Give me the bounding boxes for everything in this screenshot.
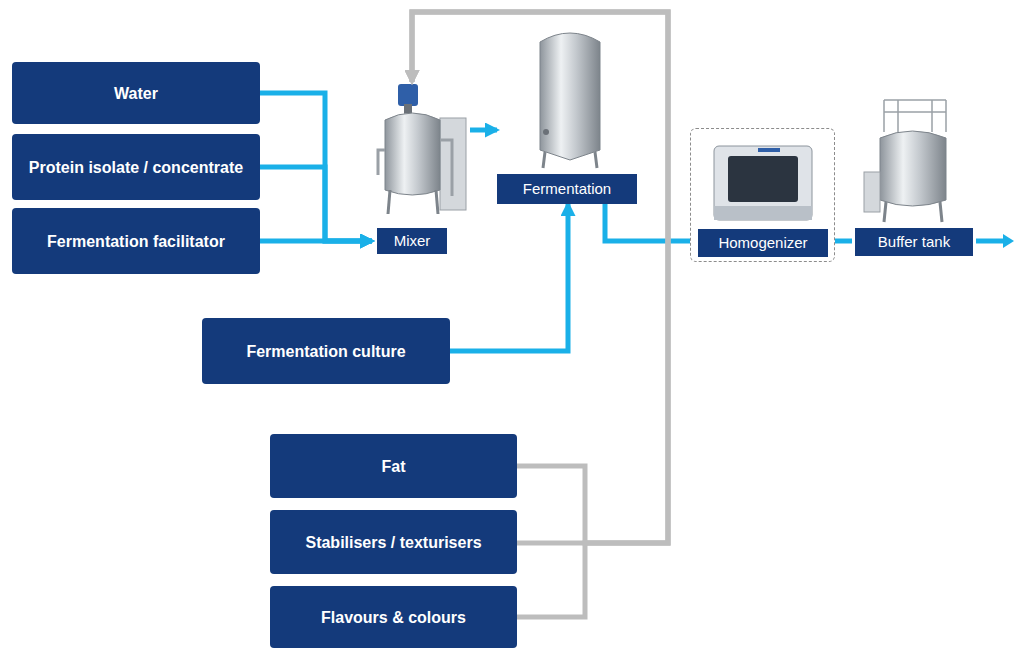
- ingredient-box: Flavours & colours: [270, 586, 517, 648]
- process-flow-line: [260, 167, 372, 241]
- homogenizer-illustration: [714, 146, 812, 220]
- process-flow-line: [835, 239, 852, 244]
- box-label: Water: [114, 83, 158, 104]
- box-label: Flavours & colours: [321, 607, 466, 628]
- buffer-tank-illustration: [864, 100, 946, 222]
- box-label: Fermentation facilitator: [47, 231, 225, 252]
- process-flow-line: [470, 128, 497, 133]
- process-flow-line: [450, 204, 568, 351]
- ingredient-box: Protein isolate / concentrate: [12, 134, 260, 200]
- box-label: Fat: [382, 456, 406, 477]
- unit-label: Homogenizer: [698, 229, 828, 257]
- process-unit: Mixer: [372, 82, 470, 256]
- ingredient-box: Fermentation facilitator: [12, 208, 260, 274]
- ingredient-box: Fermentation culture: [202, 318, 450, 384]
- box-label: Fermentation culture: [246, 341, 405, 362]
- process-unit: Homogenizer: [690, 128, 835, 262]
- unit-label: Buffer tank: [855, 228, 973, 256]
- process-unit: Buffer tank: [852, 95, 976, 256]
- box-label: Stabilisers / texturisers: [305, 532, 481, 553]
- outflow-arrow: [976, 234, 1014, 248]
- ingredient-box: Fat: [270, 434, 517, 498]
- process-unit: Fermentation: [497, 25, 637, 204]
- process-flow-line: [260, 239, 372, 244]
- ingredient-box: Stabilisers / texturisers: [270, 510, 517, 574]
- fermentation-tank-illustration: [540, 33, 600, 168]
- process-flow-line: [605, 204, 690, 241]
- mixer-illustration: [378, 84, 466, 214]
- box-label: Protein isolate / concentrate: [29, 157, 243, 178]
- ingredient-box: Water: [12, 62, 260, 124]
- unit-label: Fermentation: [497, 174, 637, 204]
- process-flow-line: [260, 93, 372, 241]
- unit-label: Mixer: [377, 228, 447, 254]
